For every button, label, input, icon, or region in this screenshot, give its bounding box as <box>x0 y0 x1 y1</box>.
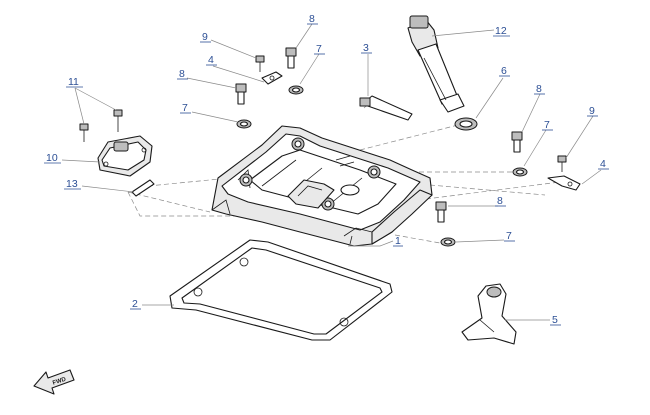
callout-8b: 8 <box>309 13 315 25</box>
callout-4b: 4 <box>600 158 606 170</box>
breather-bolts <box>79 109 123 142</box>
callout-3: 3 <box>363 42 369 54</box>
cable-clamp <box>359 95 413 121</box>
callout-9b: 9 <box>589 105 595 117</box>
washers <box>236 85 528 247</box>
callout-10: 10 <box>46 152 58 164</box>
small-screws <box>255 55 567 172</box>
callout-8c: 8 <box>536 83 542 95</box>
callout-7a: 7 <box>182 102 188 114</box>
callout-13: 13 <box>66 178 78 190</box>
callout-4a: 4 <box>208 54 214 66</box>
callout-9a: 9 <box>202 31 208 43</box>
leader-lines <box>61 23 602 321</box>
callout-12: 12 <box>495 25 507 37</box>
plug-seal <box>454 117 478 131</box>
valve-cover <box>211 125 433 247</box>
locating-pin <box>131 179 155 197</box>
breather-cover <box>97 135 153 177</box>
engine-mount-bracket <box>461 283 517 345</box>
callout-8a: 8 <box>179 68 185 80</box>
callout-2: 2 <box>132 298 138 310</box>
ignition-coil <box>407 15 465 113</box>
forward-arrow-icon: FWD <box>33 369 75 395</box>
callout-7c: 7 <box>544 119 550 131</box>
callout-8d: 8 <box>497 195 503 207</box>
callout-5: 5 <box>552 314 558 326</box>
callout-1: 1 <box>395 235 401 247</box>
callout-11: 11 <box>68 76 79 88</box>
callout-7d: 7 <box>506 230 512 242</box>
small-brackets <box>261 71 581 191</box>
callout-7b: 7 <box>316 43 322 55</box>
callout-6: 6 <box>501 65 507 77</box>
callout-numbers: 1 2 3 4 4 5 6 7 7 7 7 8 8 8 8 9 9 <box>44 13 609 326</box>
valve-cover-gasket <box>169 239 393 341</box>
fwd-label: FWD <box>52 376 67 386</box>
sleeve-bolts <box>235 47 523 223</box>
